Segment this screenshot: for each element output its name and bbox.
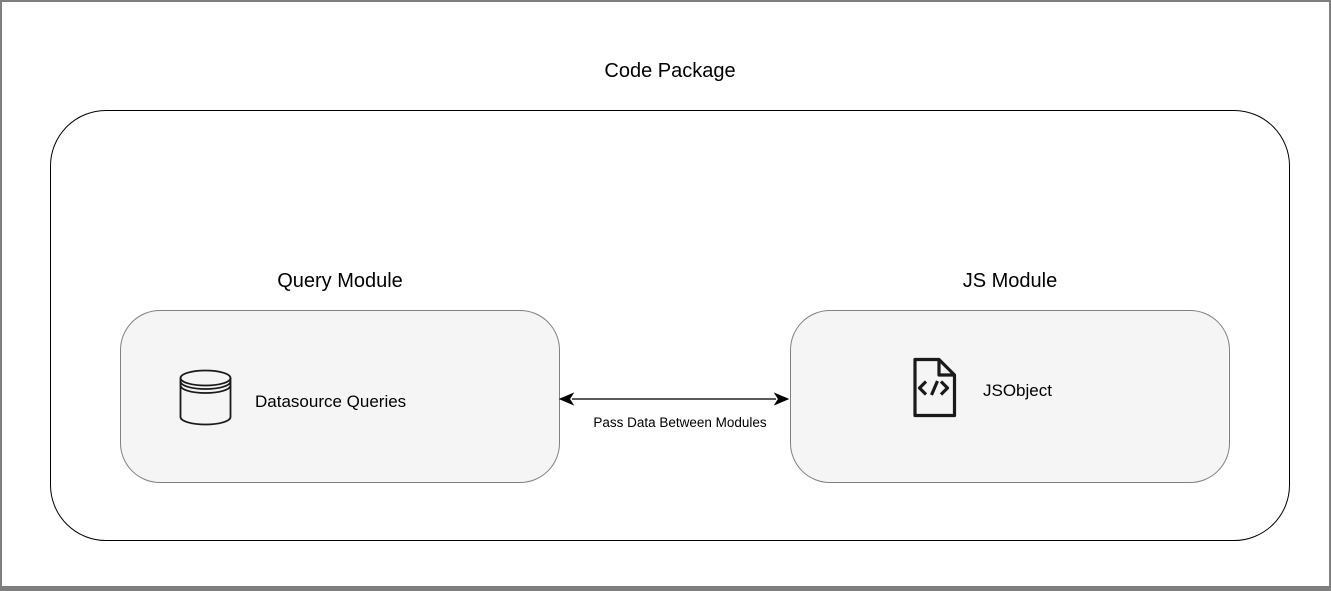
- jsobject-label: JSObject: [983, 381, 1052, 400]
- connector-label: Pass Data Between Modules: [593, 415, 767, 430]
- query-module-box: [120, 310, 560, 483]
- js-module-title: JS Module: [962, 270, 1058, 292]
- js-module-box: [790, 310, 1230, 483]
- datasource-queries-label: Datasource Queries: [255, 392, 407, 411]
- query-module-title: Query Module: [277, 270, 403, 292]
- diagram-title: Code Package: [604, 60, 736, 82]
- code-file-icon: [911, 357, 958, 423]
- database-icon: [179, 369, 232, 431]
- bidirectional-arrow: [556, 389, 792, 414]
